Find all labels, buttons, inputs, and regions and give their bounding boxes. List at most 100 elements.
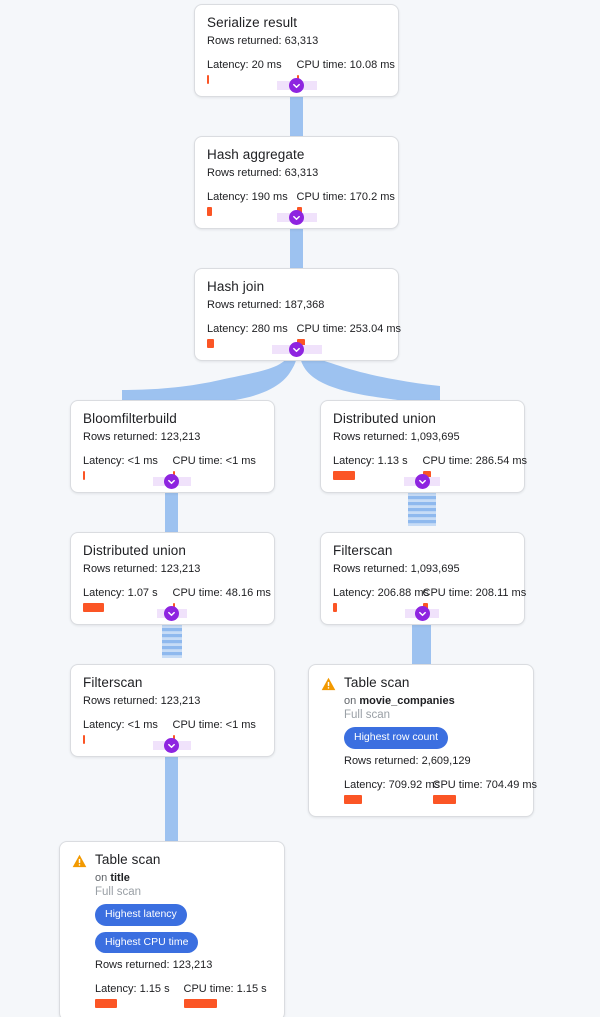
node-latency-metric: Latency: <1 ms: [83, 454, 173, 480]
latency-bar: [83, 603, 104, 612]
chevron-down-icon: [168, 479, 175, 485]
node-cpu-metric: CPU time: 704.49 ms: [432, 778, 538, 804]
latency-bar: [344, 794, 362, 804]
node-latency-metric: Latency: 190 ms: [207, 190, 297, 216]
latency-bar: [83, 471, 85, 480]
table-name: title: [110, 872, 130, 884]
latency-bar: [83, 735, 85, 744]
chevron-down-icon: [168, 743, 175, 749]
latency-label: Latency: 190 ms: [207, 191, 288, 203]
warning-triangle-icon: [72, 854, 87, 868]
warning-triangle-icon: [321, 677, 336, 691]
node-rows-returned: Rows returned: 63,313: [207, 35, 319, 47]
latency-label: Latency: <1 ms: [83, 455, 158, 467]
collapse-toggle-serialize-result[interactable]: [289, 78, 304, 93]
latency-bar: [333, 603, 337, 612]
latency-label: Latency: 709.92 ms: [344, 778, 441, 791]
node-rows-returned: Rows returned: 1,093,695: [333, 431, 460, 443]
latency-label: Latency: 20 ms: [207, 59, 282, 71]
node-rows-returned: Rows returned: 2,609,129: [344, 754, 471, 767]
plan-node-table-scan-title[interactable]: Table scan on title Full scan Highest la…: [59, 841, 285, 1017]
badge-highest-latency[interactable]: Highest latency: [95, 904, 187, 926]
node-title: Table scan: [344, 675, 410, 690]
latency-label: Latency: 206.88 ms: [333, 587, 430, 599]
cpu-label: CPU time: 170.2 ms: [296, 191, 395, 203]
edge-union-to-filterscan-right-stripes: [408, 490, 436, 524]
node-latency-metric: Latency: 1.13 s: [333, 454, 423, 480]
latency-bar: [95, 999, 117, 1008]
node-rows-returned: Rows returned: 123,213: [83, 563, 201, 575]
collapse-toggle-bloomfilterbuild[interactable]: [164, 474, 179, 489]
chevron-down-icon: [419, 611, 426, 617]
node-table-ref: on title: [95, 871, 272, 885]
node-title: Hash aggregate: [207, 147, 305, 162]
node-rows-returned: Rows returned: 1,093,695: [333, 563, 460, 575]
node-title: Distributed union: [83, 543, 187, 558]
node-title: Filterscan: [83, 675, 143, 690]
collapse-toggle-filterscan-right[interactable]: [415, 606, 430, 621]
latency-label: Latency: 280 ms: [207, 323, 288, 335]
node-latency-metric: Latency: 709.92 ms: [344, 778, 441, 804]
latency-bar: [207, 75, 209, 84]
node-rows-returned: Rows returned: 187,368: [207, 299, 325, 311]
latency-bar: [207, 207, 212, 216]
latency-label: Latency: 1.13 s: [333, 455, 408, 467]
badge-highest-cpu-time[interactable]: Highest CPU time: [95, 931, 199, 953]
node-rows-returned: Rows returned: 123,213: [95, 959, 213, 971]
node-title: Bloomfilterbuild: [83, 411, 177, 426]
latency-label: Latency: <1 ms: [83, 719, 158, 731]
node-scan-type: Full scan: [344, 709, 391, 721]
node-table-ref: on movie_companies: [344, 694, 521, 708]
node-latency-metric: Latency: 206.88 ms: [333, 586, 430, 612]
cpu-bar: [183, 999, 217, 1008]
collapse-toggle-filterscan-left[interactable]: [164, 738, 179, 753]
edge-union-to-filterscan-left-base: [162, 620, 182, 658]
chevron-down-icon: [168, 611, 175, 617]
badge-highest-row-count[interactable]: Highest row count: [344, 727, 449, 749]
node-latency-metric: Latency: 1.15 s: [95, 982, 184, 1008]
chevron-down-icon: [293, 83, 300, 89]
cpu-bar: [432, 794, 456, 804]
node-title: Distributed union: [333, 411, 437, 426]
node-rows-returned: Rows returned: 63,313: [207, 167, 319, 179]
node-latency-metric: Latency: 20 ms: [207, 58, 297, 84]
node-title: Serialize result: [207, 15, 298, 30]
node-badges: Highest row count: [344, 727, 521, 749]
latency-label: Latency: 1.07 s: [83, 587, 158, 599]
cpu-label: CPU time: <1 ms: [172, 719, 256, 731]
collapse-toggle-distributed-union-left[interactable]: [164, 606, 179, 621]
collapse-toggle-hash-aggregate[interactable]: [289, 210, 304, 225]
node-title: Filterscan: [333, 543, 393, 558]
cpu-label: CPU time: <1 ms: [172, 455, 256, 467]
node-title: Hash join: [207, 279, 265, 294]
cpu-label: CPU time: 48.16 ms: [172, 587, 271, 599]
node-rows-returned: Rows returned: 123,213: [83, 695, 201, 707]
edge-union-to-filterscan-right-base: [408, 488, 436, 526]
cpu-label: CPU time: 704.49 ms: [432, 778, 538, 791]
on-prefix: on: [95, 872, 108, 884]
cpu-label: CPU time: 253.04 ms: [296, 323, 402, 335]
latency-bar: [333, 471, 355, 480]
cpu-label: CPU time: 10.08 ms: [296, 59, 395, 71]
node-scan-type: Full scan: [95, 886, 142, 898]
on-prefix: on: [344, 695, 357, 707]
node-latency-metric: Latency: <1 ms: [83, 718, 173, 744]
edge-union-to-filterscan-left-stripes: [162, 622, 182, 656]
chevron-down-icon: [293, 215, 300, 221]
plan-node-distributed-union-right[interactable]: Distributed union Rows returned: 1,093,6…: [320, 400, 528, 493]
node-rows-returned: Rows returned: 123,213: [83, 431, 201, 443]
chevron-down-icon: [419, 479, 426, 485]
chevron-down-icon: [293, 347, 300, 353]
cpu-label: CPU time: 286.54 ms: [422, 455, 528, 467]
collapse-toggle-distributed-union-right[interactable]: [415, 474, 430, 489]
latency-label: Latency: 1.15 s: [95, 983, 170, 995]
latency-bar: [207, 339, 214, 348]
collapse-toggle-hash-join[interactable]: [289, 342, 304, 357]
plan-node-table-scan-movie-companies[interactable]: Table scan on movie_companies Full scan …: [308, 664, 538, 817]
cpu-label: CPU time: 1.15 s: [183, 983, 267, 995]
table-name: movie_companies: [359, 695, 455, 707]
node-cpu-metric: CPU time: 1.15 s: [183, 982, 273, 1008]
edge-filterscan-to-tablescan-left: [165, 750, 178, 844]
node-latency-metric: Latency: 280 ms: [207, 322, 297, 348]
